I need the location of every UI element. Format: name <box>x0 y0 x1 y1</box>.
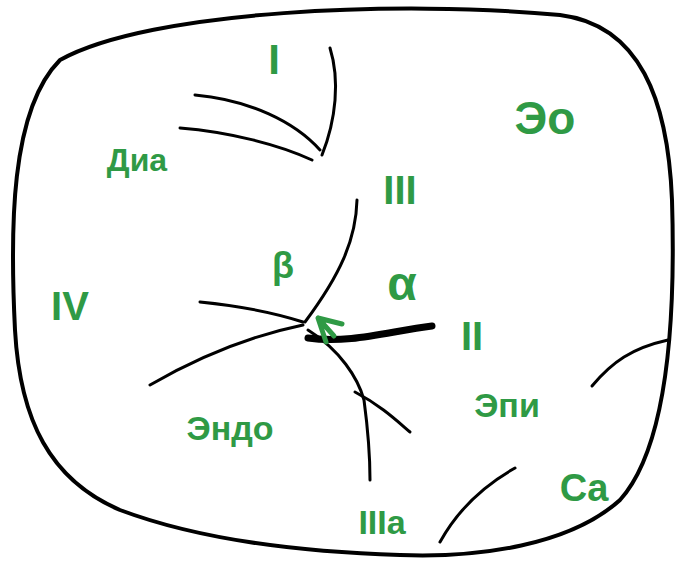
cusp-label: III <box>383 170 416 210</box>
fissure-line <box>150 325 303 385</box>
outline-groove <box>440 468 515 542</box>
cusp-label: Диа <box>107 144 167 176</box>
fissure-line <box>305 200 357 322</box>
fissure-line <box>322 48 336 155</box>
tooth-outline <box>13 9 673 556</box>
cusp-label: Ca <box>560 469 609 507</box>
cusp-label: Эо <box>515 95 576 141</box>
fissure-line <box>308 330 370 480</box>
cusp-label: α <box>387 260 417 308</box>
cusp-label: Эпи <box>474 388 540 422</box>
outline-groove <box>592 340 668 386</box>
fissure-lines <box>150 48 668 542</box>
fissure-line <box>355 392 410 432</box>
fissure-line <box>180 128 312 160</box>
green-arrow <box>318 318 342 342</box>
cusp-label: Эндо <box>186 411 273 445</box>
fissure-line <box>200 302 303 322</box>
cusp-label: IIIa <box>358 505 405 539</box>
cusp-label: β <box>272 248 294 284</box>
cusp-label: IV <box>51 286 89 326</box>
cusp-label: I <box>268 39 280 81</box>
cusp-label: II <box>461 316 483 356</box>
